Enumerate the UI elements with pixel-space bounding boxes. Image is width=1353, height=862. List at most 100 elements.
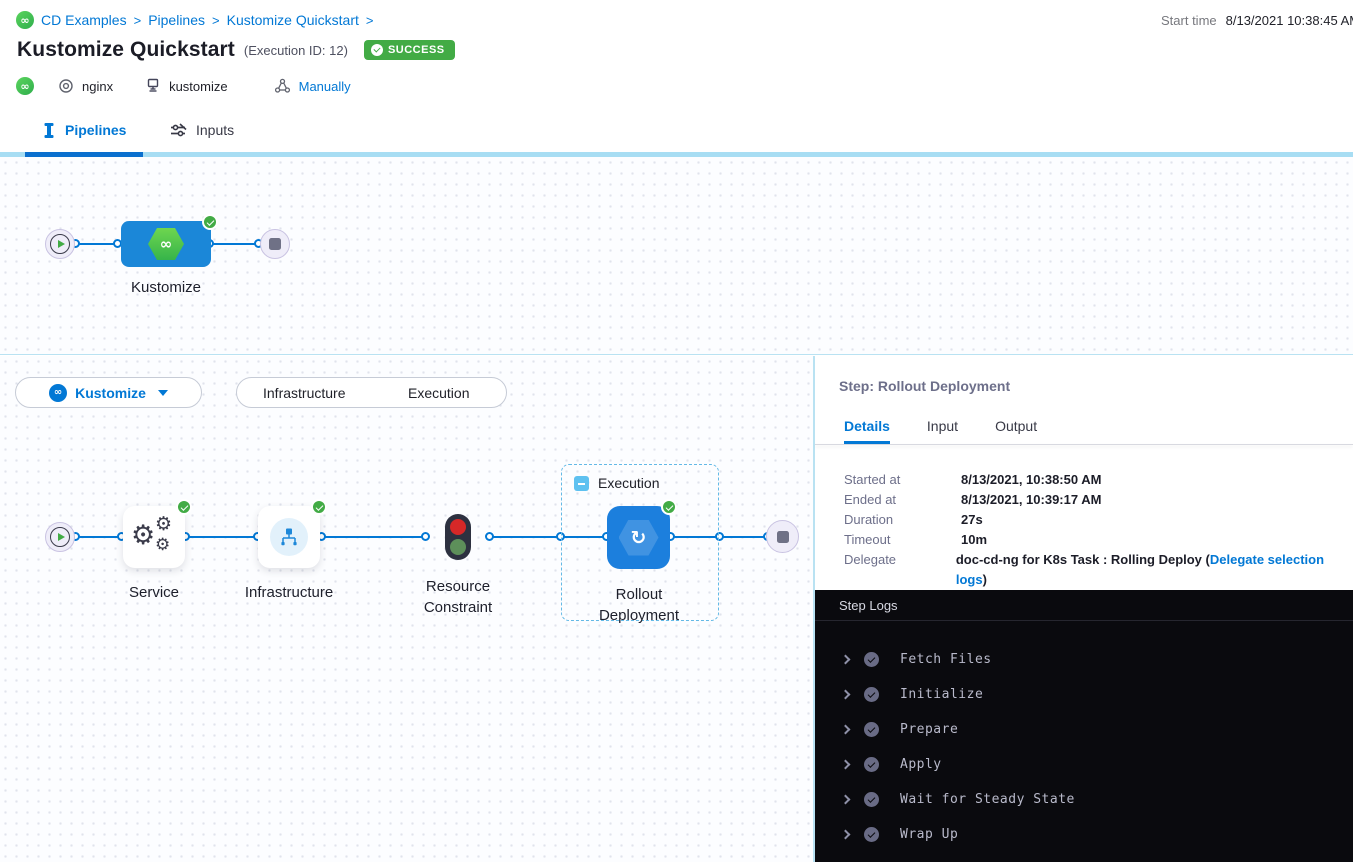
- trigger-icon: [274, 78, 290, 93]
- check-circle-icon: [864, 757, 879, 772]
- chevron-right-icon[interactable]: [840, 689, 851, 700]
- log-section-initialize[interactable]: Initialize: [815, 677, 1353, 712]
- step-node-rollout-deployment[interactable]: ↻: [607, 499, 677, 569]
- check-circle-icon: [864, 687, 879, 702]
- detail-row-delegate: Delegate doc-cd-ng for K8s Task : Rollin…: [844, 550, 1341, 590]
- detail-value: 10m: [961, 532, 988, 547]
- pipeline-start-node[interactable]: [45, 229, 75, 259]
- step-logs-title: Step Logs: [815, 590, 1353, 621]
- check-circle-icon: [864, 652, 879, 667]
- log-section-label: Wrap Up: [900, 827, 959, 842]
- detail-label: Timeout: [844, 532, 891, 547]
- step-label-service: Service: [128, 584, 180, 601]
- log-section-fetch-files[interactable]: Fetch Files: [815, 642, 1353, 677]
- harness-hexagon-icon: ∞: [148, 228, 184, 260]
- success-check-icon: [661, 499, 677, 515]
- stage-selector-label: Kustomize: [75, 384, 146, 401]
- connector-dot: [421, 532, 430, 541]
- page-header: ∞ CD Examples > Pipelines > Kustomize Qu…: [0, 0, 1353, 110]
- detail-row-duration: Duration 27s: [844, 510, 1341, 530]
- connector-dot: [715, 532, 724, 541]
- execution-step-group: Execution: [561, 464, 719, 621]
- chevron-down-icon: [157, 389, 168, 396]
- page-title: Kustomize Quickstart: [17, 38, 235, 61]
- chevron-right-icon[interactable]: [840, 654, 851, 665]
- stage-selector-dropdown[interactable]: ∞ Kustomize: [15, 377, 202, 408]
- panel-divider: [815, 444, 1353, 445]
- step-label-rollout-deployment: Rollout Deployment: [598, 586, 680, 624]
- success-check-icon: [311, 499, 327, 515]
- detail-row-timeout: Timeout 10m: [844, 530, 1341, 550]
- step-label-infrastructure: Infrastructure: [244, 584, 334, 601]
- execution-start-node[interactable]: [45, 522, 75, 552]
- pipeline-end-node[interactable]: [260, 229, 290, 259]
- trigger-type-link[interactable]: Manually: [298, 78, 351, 94]
- nav-tabbar: Pipelines Inputs: [0, 110, 1353, 157]
- tab-inputs-label: Inputs: [196, 122, 235, 138]
- delegate-text: ): [982, 572, 987, 587]
- log-section-apply[interactable]: Apply: [815, 747, 1353, 782]
- step-node-service[interactable]: ⚙ ⚙ ⚙: [123, 499, 192, 568]
- detail-row-ended-at: Ended at 8/13/2021, 10:39:17 AM: [844, 490, 1341, 510]
- tab-pipelines[interactable]: Pipelines: [42, 122, 126, 138]
- chevron-right-icon[interactable]: [840, 829, 851, 840]
- play-icon: [50, 527, 70, 547]
- traffic-light-red: [450, 519, 466, 535]
- tab-inputs[interactable]: Inputs: [170, 122, 234, 138]
- breadcrumb-pipelines[interactable]: Pipelines: [148, 12, 206, 28]
- start-time-label: Start time: [1161, 13, 1217, 28]
- execution-id: (Execution ID: 12): [243, 42, 348, 58]
- check-circle-icon: [370, 44, 383, 56]
- step-panel-title: Step: Rollout Deployment: [839, 378, 1011, 394]
- check-circle-icon: [864, 722, 879, 737]
- pipeline-graph-canvas[interactable]: ∞ Kustomize: [0, 157, 1353, 355]
- check-circle-icon: [864, 792, 879, 807]
- start-time: Start time 8/13/2021 10:38:45 AM: [1161, 13, 1353, 28]
- step-logs-console: Step Logs Fetch Files Initialize Prepare: [815, 590, 1353, 862]
- tab-input[interactable]: Input: [926, 418, 959, 434]
- gears-icon: ⚙: [155, 535, 171, 555]
- stage-link-icon: ∞: [49, 383, 68, 402]
- step-node-infrastructure[interactable]: [258, 499, 327, 568]
- traffic-light-green: [450, 539, 466, 555]
- tab-active-indicator: [844, 441, 890, 444]
- delegate-text: doc-cd-ng for K8s Task : Rolling Deploy …: [955, 552, 1210, 567]
- stage-node-kustomize[interactable]: ∞: [121, 214, 218, 267]
- connector-line: [60, 536, 425, 538]
- delegate-selection-logs-link[interactable]: Delegate selection logs: [955, 552, 1325, 587]
- tab-output[interactable]: Output: [995, 418, 1038, 434]
- view-toggle: Infrastructure Execution: [236, 377, 507, 408]
- breadcrumb-kustomize-quickstart[interactable]: Kustomize Quickstart: [226, 12, 359, 28]
- log-section-label: Fetch Files: [900, 652, 992, 667]
- chevron-right-icon[interactable]: [840, 794, 851, 805]
- stage-execution-canvas[interactable]: ∞ Kustomize Infrastructure Execution ⚙ ⚙: [0, 356, 814, 862]
- connector-dot: [485, 532, 494, 541]
- status-badge: SUCCESS: [363, 40, 455, 60]
- detail-value: doc-cd-ng for K8s Task : Rolling Deploy …: [956, 550, 1341, 590]
- log-section-prepare[interactable]: Prepare: [815, 712, 1353, 747]
- tab-pipelines-label: Pipelines: [65, 122, 127, 138]
- log-section-label: Initialize: [900, 687, 984, 702]
- service-name: kustomize: [169, 78, 228, 94]
- log-section-wait-for-steady-state[interactable]: Wait for Steady State: [815, 782, 1353, 817]
- detail-value: 8/13/2021, 10:38:50 AM: [961, 472, 1102, 487]
- chevron-right-icon[interactable]: [840, 724, 851, 735]
- detail-label: Duration: [844, 512, 894, 527]
- title-row: Kustomize Quickstart (Execution ID: 12) …: [17, 38, 455, 62]
- collapse-minus-icon[interactable]: [574, 476, 589, 491]
- harness-logo-icon: ∞: [16, 11, 34, 29]
- harness-logo-icon: ∞: [16, 77, 34, 95]
- step-node-resource-constraint[interactable]: [445, 514, 471, 560]
- chevron-right-icon[interactable]: [840, 759, 851, 770]
- detail-label: Started at: [844, 472, 901, 487]
- detail-value: 27s: [961, 512, 983, 527]
- execution-end-node[interactable]: [766, 520, 799, 553]
- log-section-wrap-up[interactable]: Wrap Up: [815, 817, 1353, 852]
- breadcrumb-cd-examples[interactable]: CD Examples: [41, 12, 127, 28]
- rollout-refresh-icon: ↻: [618, 519, 659, 556]
- toggle-infrastructure[interactable]: Infrastructure: [263, 384, 346, 401]
- tab-details[interactable]: Details: [844, 418, 890, 434]
- toggle-execution[interactable]: Execution: [408, 384, 470, 401]
- step-panel-tabs: Details Input Output: [844, 418, 1037, 434]
